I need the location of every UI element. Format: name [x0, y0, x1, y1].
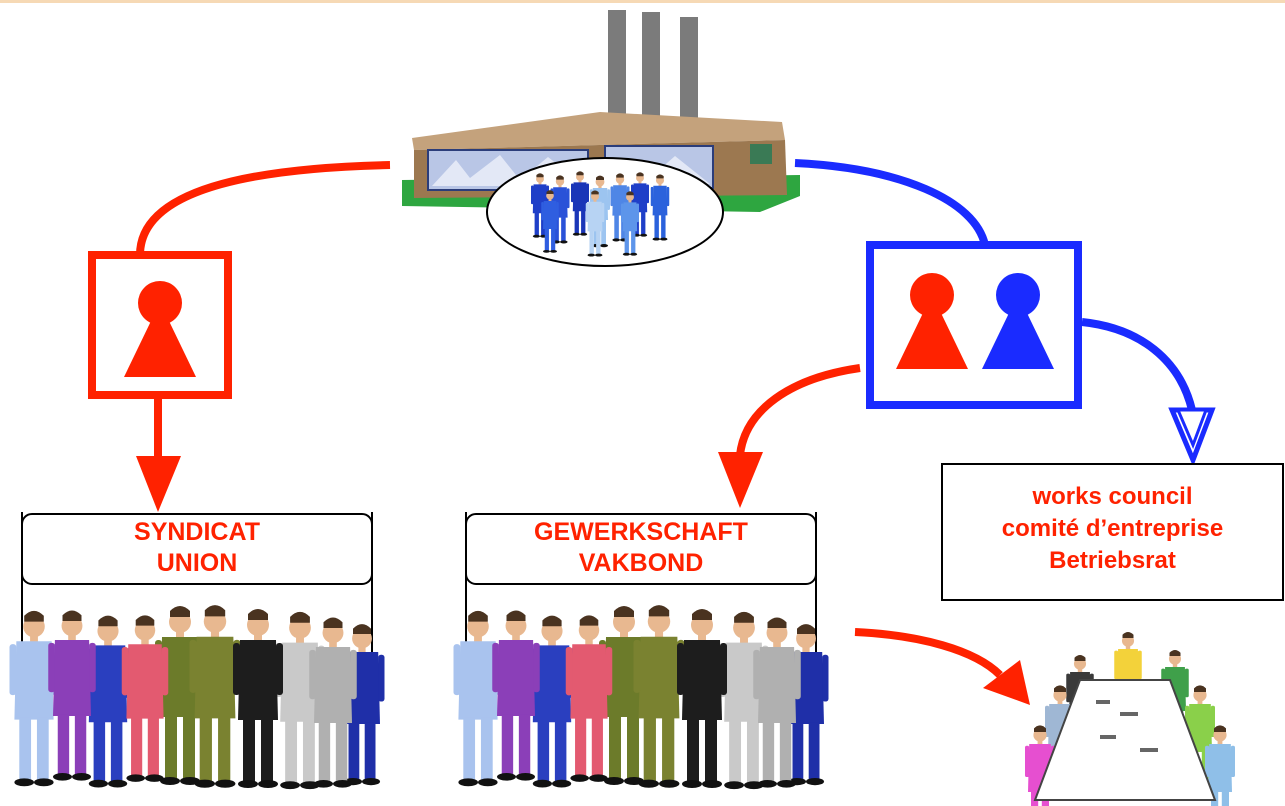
arrow-to-works-council: [1081, 318, 1216, 467]
works-council-box: [941, 463, 1284, 601]
syndicat-banner-label: SYNDICAT UNION: [22, 517, 372, 579]
union-members-icon: [10, 605, 385, 789]
syndicat-label: SYNDICAT: [134, 518, 260, 546]
gewerkschaft-banner-label: GEWERKSCHAFT VAKBOND: [466, 517, 816, 579]
gewerkschaft-label: GEWERKSCHAFT: [534, 518, 748, 546]
betriebsrat-label: Betriebsrat: [1049, 547, 1176, 574]
factory-to-union-line: [136, 161, 391, 256]
arrow-to-meeting: [854, 628, 1030, 705]
arrow-to-union: [136, 398, 181, 512]
works-council-delegates-box: [866, 241, 1082, 409]
top-border: [0, 0, 1285, 3]
syndicat-banner: [21, 512, 373, 690]
works-council-label: works council: [1032, 483, 1193, 510]
gewerkschaft-members-icon: [454, 605, 829, 789]
union-label: UNION: [156, 549, 238, 577]
factory-to-council-line: [794, 159, 989, 247]
meeting-table-icon: [1025, 631, 1235, 806]
works-council-label-group: works council comité d’entreprise Betrie…: [942, 481, 1283, 577]
vakbond-label: VAKBOND: [578, 549, 704, 577]
arrow-to-gewerkschaft: [718, 364, 861, 508]
comite-label: comité d’entreprise: [1001, 515, 1224, 542]
